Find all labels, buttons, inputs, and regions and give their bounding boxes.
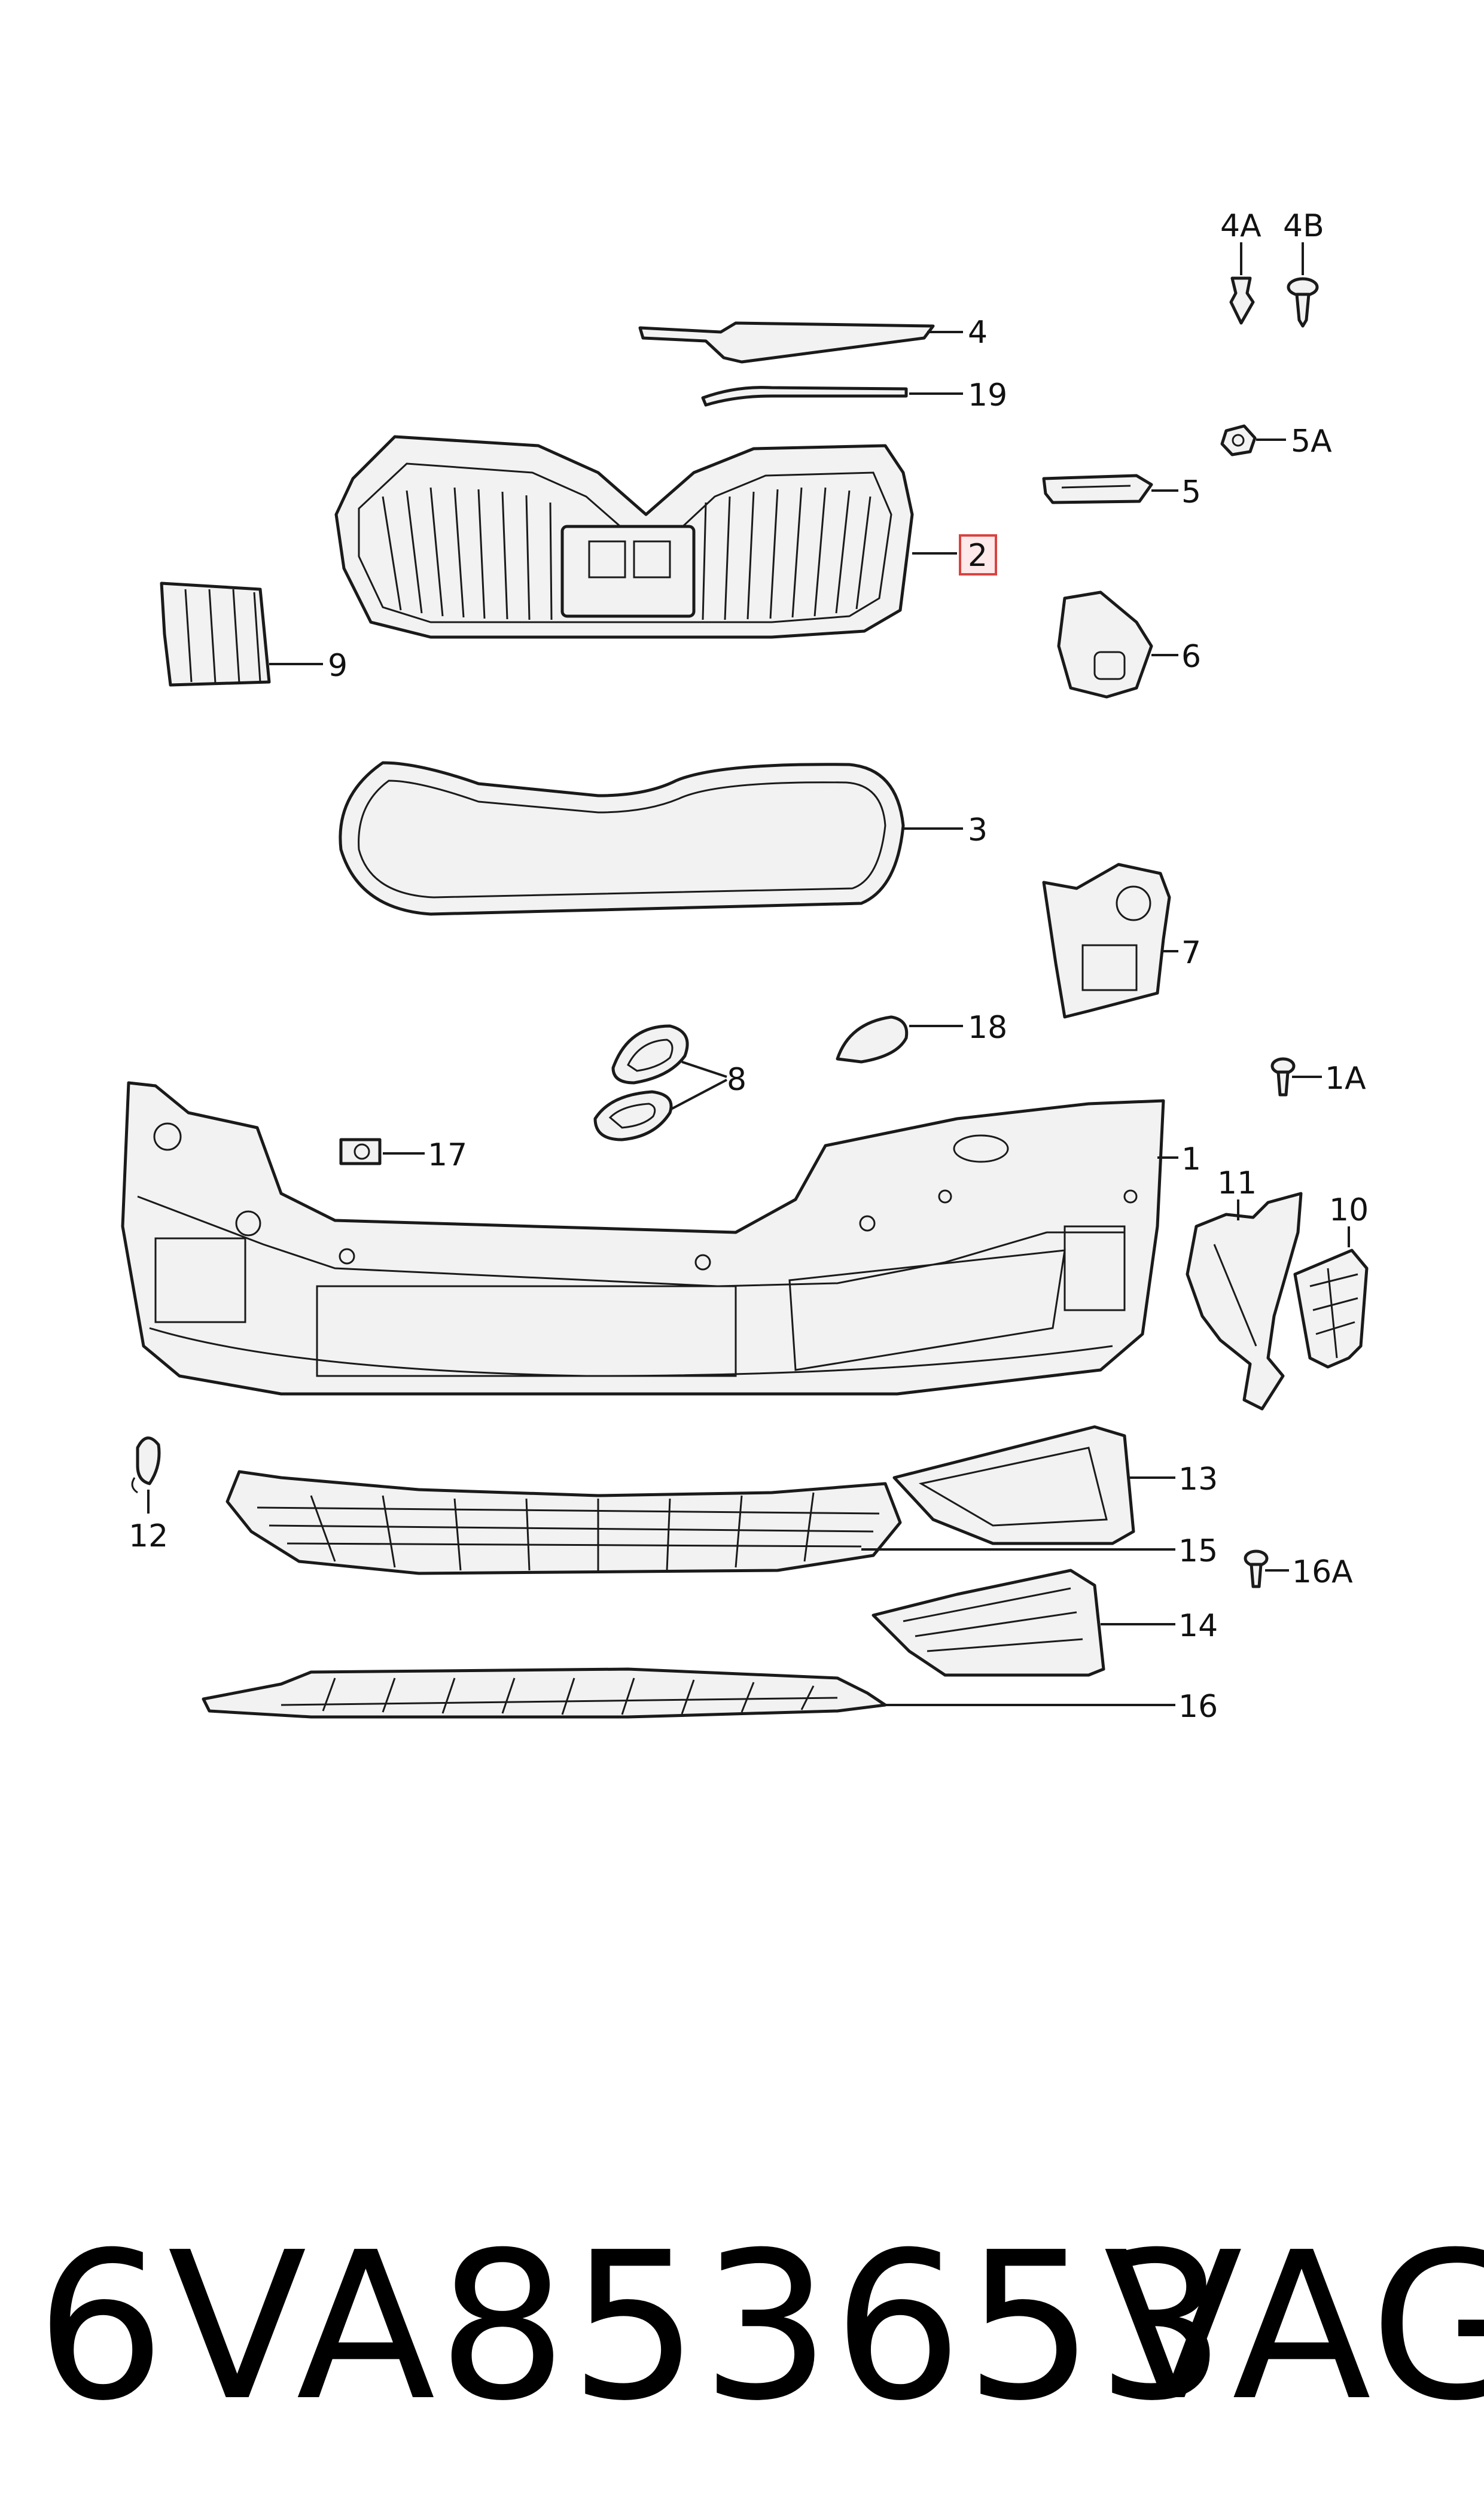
label-15: 15: [1178, 1533, 1218, 1569]
part-number-text: 6VA853653: [36, 2209, 1229, 2446]
label-7: 7: [1181, 935, 1201, 971]
part-12-grommet: 12: [129, 1436, 168, 1554]
label-16A: 16A: [1292, 1554, 1353, 1590]
label-1A: 1A: [1325, 1061, 1366, 1097]
spoiler-ribs: [281, 1677, 838, 1715]
part-3-frame: 3: [339, 761, 988, 916]
label-13: 13: [1178, 1462, 1218, 1497]
label-4: 4: [968, 315, 988, 351]
exploded-parts-diagram: 4 19 4A 4B 5A 5: [121, 208, 1369, 1725]
label-1: 1: [1181, 1141, 1201, 1177]
label-3: 3: [968, 812, 988, 848]
nut-5A: 5A: [1220, 424, 1332, 459]
label-6: 6: [1181, 639, 1201, 675]
grille-slats: [382, 487, 871, 620]
part-10-side-grille: 10: [1293, 1192, 1369, 1369]
part-11-bracket: 11: [1186, 1165, 1303, 1411]
brand-text: VAG: [1104, 2209, 1484, 2446]
part-15-lower-grille: 15: [226, 1470, 1218, 1575]
part-1-bumper-cover: 1: [121, 1081, 1201, 1396]
bolt-16A: 16A: [1244, 1549, 1353, 1590]
part-14-trim: 14: [871, 1569, 1218, 1677]
label-14: 14: [1178, 1608, 1218, 1644]
part-19-chrome-strip: 19: [701, 377, 1007, 413]
part-9-insert: 9: [160, 581, 348, 687]
fastener-4B: 4B: [1283, 208, 1324, 328]
label-4B: 4B: [1283, 208, 1324, 244]
part-17-clip: 17: [339, 1137, 467, 1173]
bolt-1A: 1A: [1270, 1057, 1366, 1097]
label-5A: 5A: [1291, 424, 1332, 459]
label-11: 11: [1217, 1165, 1257, 1201]
part-5-bracket: 5: [1042, 474, 1201, 510]
label-18: 18: [968, 1010, 1007, 1046]
part-16-spoiler: 16: [202, 1667, 1218, 1725]
part-6-bracket: 6: [1057, 590, 1201, 699]
label-5: 5: [1181, 474, 1201, 510]
label-4A: 4A: [1220, 208, 1261, 244]
label-2: 2: [968, 538, 988, 574]
label-9: 9: [328, 648, 348, 684]
part-13-trim: 13: [892, 1425, 1218, 1545]
honeycomb-mesh: [257, 1492, 880, 1571]
label-17: 17: [428, 1137, 467, 1173]
part-2-radiator-grille: 2: [334, 435, 997, 639]
label-2-highlight-box: [959, 534, 997, 576]
label-12: 12: [129, 1518, 168, 1554]
label-8: 8: [727, 1062, 746, 1098]
part-7-bracket: 7: [1042, 863, 1201, 1019]
label-16: 16: [1178, 1689, 1218, 1725]
part-4-trim-strip: 4: [638, 315, 988, 364]
label-10: 10: [1329, 1192, 1369, 1228]
part-18-cap: 18: [836, 1010, 1007, 1064]
label-19: 19: [968, 377, 1007, 413]
part-8-covers: 8: [593, 1024, 746, 1141]
fastener-4A: 4A: [1220, 208, 1261, 325]
